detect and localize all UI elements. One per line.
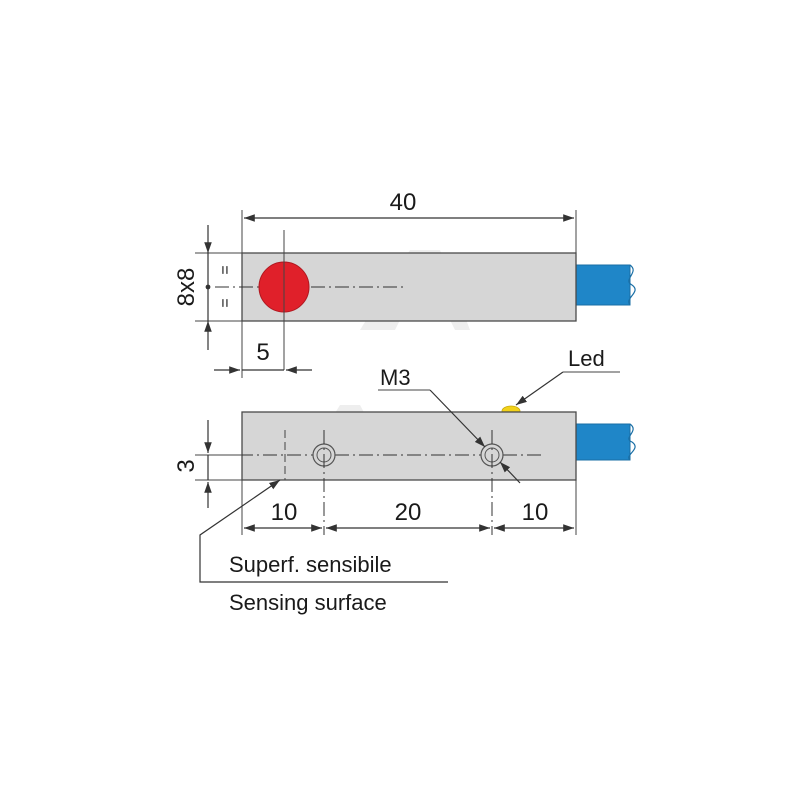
dim-hole-offset-10: 10 [271,499,298,526]
dim-rear-offset-10: 10 [522,499,549,526]
sensing-surface-label-en: Sensing surface [229,590,387,615]
equal-mark-lower: = [217,298,234,307]
side-view: 10 20 10 3 M3 Led Superf. sensibile Sens… [173,346,636,615]
dim-length-40: 40 [390,189,417,216]
side-sensor-body [241,411,577,481]
dim-cross-section-8x8: 8x8 [173,268,200,307]
top-cable-break [628,264,636,306]
dim-sensor-offset-5: 5 [256,339,269,366]
led-label: Led [568,346,605,371]
side-cable-break [628,423,636,461]
equal-mark-upper: = [217,265,234,274]
top-cable [575,264,631,306]
thread-label-m3: M3 [380,365,411,390]
top-view: 40 8x8 = = 5 [173,189,636,378]
dim-height-3: 3 [173,459,200,472]
sensing-surface-label-it: Superf. sensibile [229,552,392,577]
side-cable [575,423,631,461]
dim-hole-spacing-20: 20 [395,499,422,526]
